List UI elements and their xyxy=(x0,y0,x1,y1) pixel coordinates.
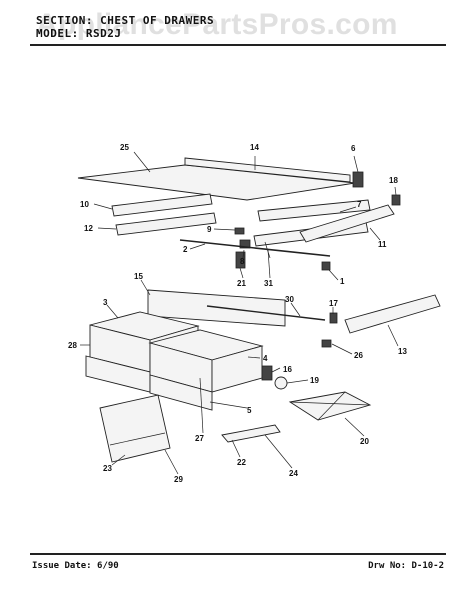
callout-27: 27 xyxy=(195,434,204,443)
callout-15: 15 xyxy=(134,272,143,281)
part-slide-left-lower xyxy=(115,212,217,236)
part-rod-2 xyxy=(179,239,331,257)
callout-7: 7 xyxy=(357,200,362,209)
callout-2: 2 xyxy=(183,245,188,254)
part-handle-24 xyxy=(221,424,281,443)
part-drawer-lower-5 xyxy=(149,374,213,411)
issue-date: Issue Date: 6/90 xyxy=(32,561,119,571)
part-roller-9 xyxy=(234,227,245,235)
part-drawer-panel-trim xyxy=(109,432,166,446)
part-side-panel-13 xyxy=(344,294,441,334)
part-clip-18 xyxy=(391,194,401,206)
callout-13: 13 xyxy=(398,347,407,356)
callout-24: 24 xyxy=(289,469,298,478)
part-bushing-8 xyxy=(239,239,251,249)
callout-12: 12 xyxy=(84,224,93,233)
leader-lines xyxy=(80,151,399,475)
callout-26: 26 xyxy=(354,351,363,360)
watermark-text: AppliancePartsPros.com xyxy=(36,8,398,41)
callout-1: 1 xyxy=(340,277,345,286)
section-label: SECTION: xyxy=(36,14,93,27)
callout-10: 10 xyxy=(80,200,89,209)
callout-25: 25 xyxy=(120,143,129,152)
callout-9: 9 xyxy=(207,225,212,234)
part-frame-20-cross-b xyxy=(317,391,346,421)
callout-21: 21 xyxy=(237,279,246,288)
footer-rule xyxy=(30,553,446,555)
callout-20: 20 xyxy=(360,437,369,446)
part-clip-17 xyxy=(329,312,338,324)
part-front-trim xyxy=(184,157,351,183)
part-shelf-cover xyxy=(77,164,356,201)
part-wire-30 xyxy=(206,305,326,321)
part-clip-26 xyxy=(321,339,332,348)
part-bracket-16 xyxy=(261,365,273,381)
part-slide-right-upper xyxy=(257,199,371,222)
callout-17: 17 xyxy=(329,299,338,308)
callout-11: 11 xyxy=(378,240,387,249)
part-slide-left-upper xyxy=(111,193,213,217)
callout-28: 28 xyxy=(68,341,77,350)
part-stop-1 xyxy=(321,261,331,271)
callout-29: 29 xyxy=(174,475,183,484)
callout-8: 8 xyxy=(240,257,245,266)
callout-19: 19 xyxy=(310,376,319,385)
drawing-number: Drw No: D-10-2 xyxy=(368,561,444,571)
section-value: CHEST OF DRAWERS xyxy=(100,14,215,27)
callout-16: 16 xyxy=(283,365,292,374)
header-rule xyxy=(30,44,446,46)
callout-6: 6 xyxy=(351,144,356,153)
part-drawer-panel-front xyxy=(99,394,171,463)
callout-30: 30 xyxy=(285,295,294,304)
section-heading: SECTION: CHEST OF DRAWERS xyxy=(36,14,214,27)
part-knob-19 xyxy=(274,376,288,390)
callout-5: 5 xyxy=(247,406,252,415)
part-bracket-6 xyxy=(352,171,364,188)
callout-18: 18 xyxy=(389,176,398,185)
callout-23: 23 xyxy=(103,464,112,473)
part-frame-20-cross-a xyxy=(289,401,371,406)
part-support-21 xyxy=(235,251,246,269)
callout-4: 4 xyxy=(263,354,268,363)
model-label: MODEL: xyxy=(36,27,79,40)
callout-14: 14 xyxy=(250,143,259,152)
callout-3: 3 xyxy=(103,298,108,307)
model-value: RSD2J xyxy=(85,27,122,40)
model-heading: MODEL: RSD2J xyxy=(36,27,122,40)
callout-22: 22 xyxy=(237,458,246,467)
part-rear-panel-15 xyxy=(147,289,286,327)
part-frame-20 xyxy=(288,391,372,421)
callout-31: 31 xyxy=(264,279,273,288)
part-side-panel-11 xyxy=(299,204,395,243)
